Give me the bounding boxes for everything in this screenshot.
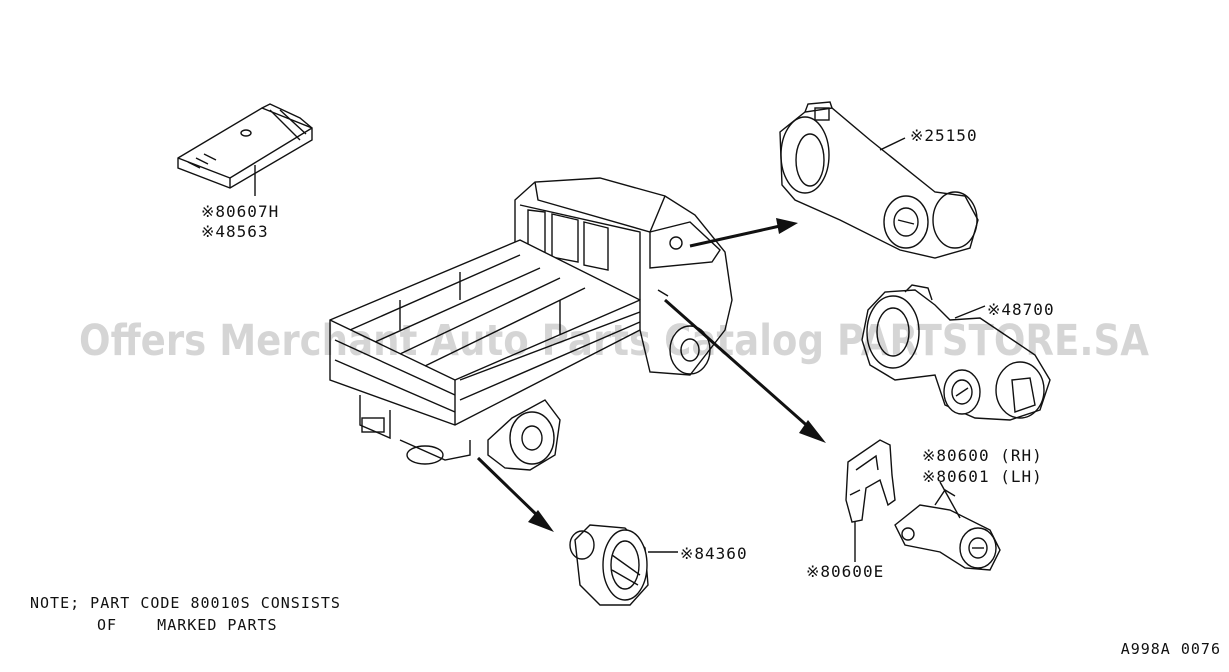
watermark-text: Offers Merchant Auto Parts Catalog PARTS… xyxy=(79,316,1150,366)
label-80601: ※80601 (LH) xyxy=(922,467,1043,486)
label-84360: ※84360 xyxy=(680,544,748,563)
label-25150: ※25150 xyxy=(910,126,978,145)
key-holder-drawing xyxy=(177,103,313,196)
ignition-switch-drawing xyxy=(861,284,1051,421)
label-48700: ※48700 xyxy=(987,300,1055,319)
note-line-2: OF MARKED PARTS xyxy=(97,616,278,634)
lock-retainer-drawing xyxy=(845,439,896,562)
steering-lock-drawing xyxy=(779,101,979,259)
truck-drawing xyxy=(329,177,733,471)
door-lock-cylinder-drawing xyxy=(894,481,1001,571)
figure-code: A998A 0076 xyxy=(1121,640,1221,658)
label-48563: ※48563 xyxy=(201,222,269,241)
callout-arrows xyxy=(476,218,826,532)
label-80607h: ※80607H xyxy=(201,202,279,221)
label-80600: ※80600 (RH) xyxy=(922,446,1043,465)
note-line-1: NOTE; PART CODE 80010S CONSISTS xyxy=(30,594,341,612)
label-80600e: ※80600E xyxy=(806,562,884,581)
fuel-lid-lock-drawing xyxy=(569,524,678,606)
